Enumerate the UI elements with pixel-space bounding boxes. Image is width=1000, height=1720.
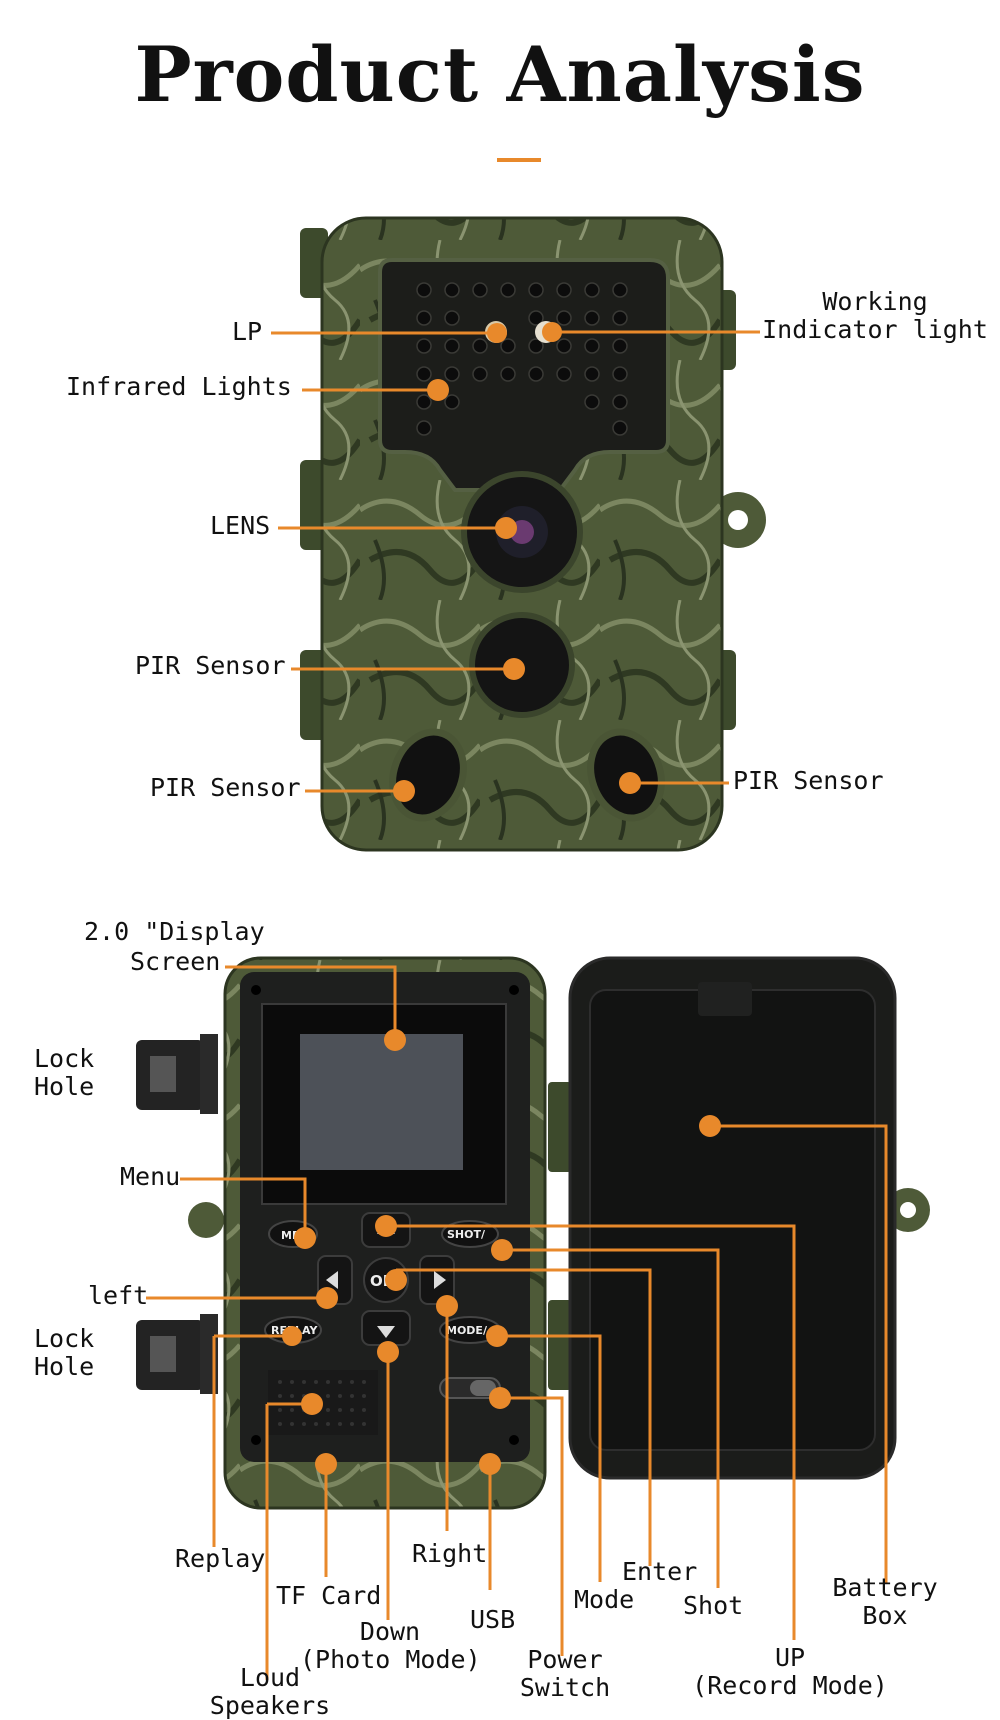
label-working-indicator-line1: Working: [822, 287, 928, 316]
btn-mode-text: MODE/: [446, 1324, 488, 1337]
label-battery-box-line1: Battery: [832, 1573, 938, 1602]
label-usb: USB: [470, 1605, 516, 1634]
label-power-switch-line1: Power: [527, 1645, 603, 1674]
label-loud-speakers-line2: Speakers: [209, 1691, 331, 1720]
label-display-line2: Screen: [130, 947, 221, 976]
label-battery-box: Battery Box: [820, 1574, 950, 1630]
label-pir-center: PIR Sensor: [135, 651, 286, 680]
label-lens: LENS: [210, 511, 271, 540]
label-replay: Replay: [175, 1544, 266, 1573]
label-lock-hole-top-line1: Lock: [34, 1044, 95, 1073]
label-lock-hole-bottom: Lock Hole: [34, 1325, 94, 1381]
label-up-line1: UP: [774, 1643, 806, 1672]
label-enter: Enter: [622, 1557, 698, 1586]
label-power-switch-line2: Switch: [519, 1673, 611, 1702]
back-camera: ME SHOT/ REPLAY MODE/ OK: [136, 956, 547, 1510]
label-left: left: [88, 1281, 149, 1310]
label-power-switch: Power Switch: [510, 1646, 620, 1702]
label-infrared-lights: Infrared Lights: [66, 372, 292, 401]
label-working-indicator-line2: Indicator light: [762, 315, 988, 344]
label-lock-hole-bottom-line1: Lock: [34, 1324, 95, 1353]
leader-dots: [282, 322, 721, 1475]
btn-shot-text: SHOT/: [447, 1228, 486, 1241]
label-mode: Mode: [574, 1585, 635, 1614]
label-lp: LP: [232, 317, 263, 346]
label-loud-speakers-line1: Loud: [239, 1663, 301, 1692]
label-down-line2: (Photo Mode): [300, 1645, 481, 1674]
label-battery-box-line2: Box: [862, 1601, 908, 1630]
label-working-indicator: Working Indicator light: [760, 288, 990, 344]
label-tf-card: TF Card: [276, 1581, 382, 1610]
leader-lines: [146, 330, 888, 1680]
battery-door: [548, 956, 930, 1480]
label-lock-hole-top: Lock Hole: [34, 1045, 94, 1101]
label-up: UP (Record Mode): [690, 1644, 890, 1700]
title-underline: [497, 158, 541, 162]
label-pir-left: PIR Sensor: [150, 773, 301, 802]
label-loud-speakers: Loud Speakers: [205, 1664, 335, 1720]
page-title: Product Analysis: [134, 30, 866, 119]
label-shot: Shot: [683, 1591, 744, 1620]
label-lock-hole-top-line2: Hole: [34, 1072, 95, 1101]
label-display-line1: 2.0 "Display: [84, 917, 265, 946]
label-up-line2: (Record Mode): [692, 1671, 888, 1700]
label-down-line1: Down: [359, 1617, 421, 1646]
front-camera: [300, 216, 766, 852]
label-down: Down (Photo Mode): [300, 1617, 481, 1674]
label-right: Right: [412, 1539, 488, 1568]
label-lock-hole-bottom-line2: Hole: [34, 1352, 95, 1381]
label-menu: Menu: [120, 1162, 181, 1191]
label-pir-right: PIR Sensor: [733, 766, 884, 795]
